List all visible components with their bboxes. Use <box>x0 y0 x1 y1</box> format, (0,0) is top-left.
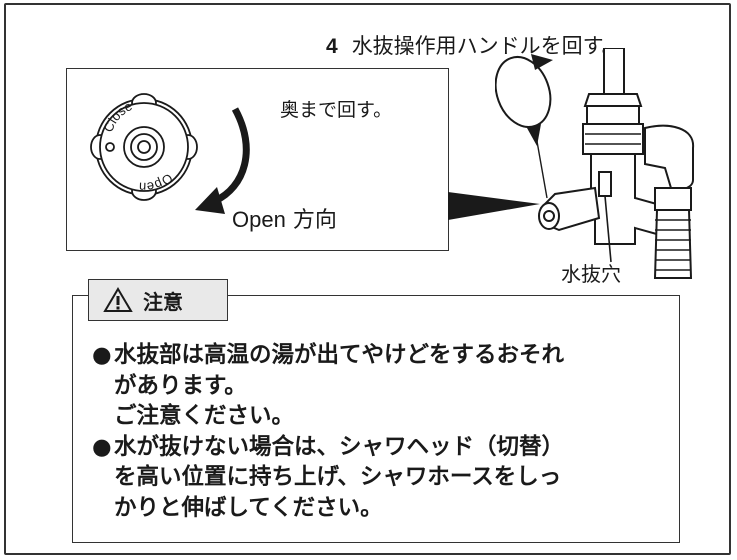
ring-leader-line <box>534 129 548 199</box>
caution-line: ご注意ください。 <box>114 403 295 429</box>
figure-frame <box>4 3 731 555</box>
caution-title: 注意 <box>143 289 183 314</box>
caution-item: ● 水抜部は高温の湯が出てやけどをするおそれ があります。 ご注意ください。 <box>92 340 682 432</box>
step-heading: 4 水抜操作用ハンドルを回す。 <box>326 30 623 60</box>
caution-line: 水抜部は高温の湯が出てやけどをするおそれ <box>114 342 565 368</box>
knob-illustration: Close Open <box>90 93 250 214</box>
caution-text: ● 水抜部は高温の湯が出てやけどをするおそれ があります。 ご注意ください。 ●… <box>92 340 682 523</box>
pointer-wedge-icon <box>448 192 540 220</box>
step-text: 水抜操作用ハンドルを回す。 <box>351 34 623 58</box>
caution-line: があります。 <box>114 372 247 399</box>
rotate-open-arrow-icon <box>213 107 250 205</box>
warning-triangle-icon <box>103 287 133 312</box>
caution-line: 水が抜けない場合は、シャワヘッド（切替） <box>114 433 565 460</box>
faucet-illustration <box>495 48 695 279</box>
leader-line <box>604 195 612 263</box>
rotation-arrow-top-icon <box>531 54 553 70</box>
hose-ribs-icon <box>585 133 691 271</box>
faucet-body-icon <box>495 48 695 279</box>
caution-line: を高い位置に持ち上げ、シャワホースをしっ <box>114 464 562 490</box>
caution-item: ● 水が抜けない場合は、シャワヘッド（切替） を高い位置に持ち上げ、シャワホース… <box>92 432 682 524</box>
caution-tag: 注意 <box>88 279 228 321</box>
bullet-icon: ● <box>92 342 112 368</box>
drain-hole-label: 水抜穴 <box>561 262 621 286</box>
caution-line: かりと伸ばしてください。 <box>114 494 383 521</box>
inset-caption: 奥まで回す。 <box>280 99 393 121</box>
arrow-head-icon <box>195 187 225 214</box>
bullet-icon: ● <box>92 433 112 460</box>
open-direction-label: Open 方向 <box>232 207 337 233</box>
step-number: 4 <box>326 35 338 58</box>
caution-box <box>72 295 680 543</box>
knob-icon <box>90 93 198 201</box>
knob-detail-inset: Close Open 奥まで回す。 Open 方向 <box>66 68 449 251</box>
